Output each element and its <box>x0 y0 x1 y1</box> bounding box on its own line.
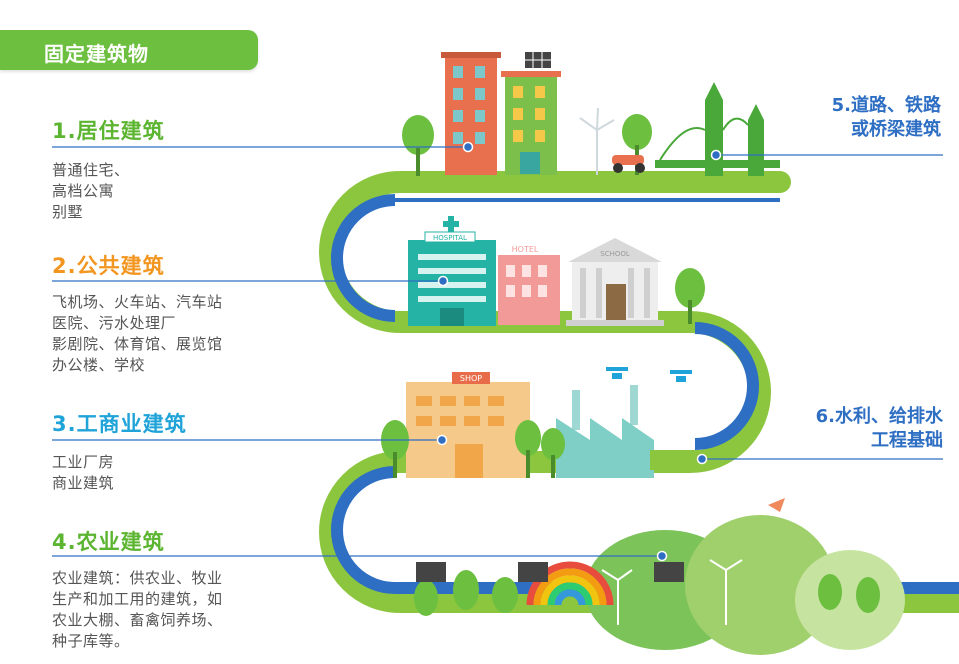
solar-panel-icon <box>525 52 551 68</box>
desc-line: 生产和加工用的建筑，如 <box>52 590 223 608</box>
wind-turbine-icon <box>601 559 743 625</box>
category-desc-agriculture: 农业建筑：供农业、牧业 生产和加工用的建筑，如 农业大棚、畜禽饲养场、 种子库等… <box>52 568 223 652</box>
desc-line: 飞机场、火车站、汽车站 <box>52 293 223 311</box>
desc-line: 农业建筑：供农业、牧业 <box>52 569 223 587</box>
header-banner: 固定建筑物 <box>0 30 258 70</box>
scooter-icon <box>612 155 645 173</box>
desc-line: 种子库等。 <box>52 632 130 650</box>
category-title-public: 2.公共建筑 <box>52 254 165 278</box>
bridge-icon <box>655 82 780 176</box>
factory-building <box>556 385 710 478</box>
header-title: 固定建筑物 <box>44 42 149 66</box>
category-title-roads-bridges: 5.道路、铁路 或桥梁建筑 <box>832 94 941 142</box>
desc-line: 农业大棚、畜禽饲养场、 <box>52 611 223 629</box>
tree-icon <box>675 268 705 324</box>
shop-sign: SHOP <box>460 374 482 383</box>
category-title-residential: 1.居住建筑 <box>52 119 165 143</box>
right-label-line: 工程基础 <box>871 430 943 451</box>
desc-line: 办公楼、学校 <box>52 356 146 374</box>
desc-line: 医院、污水处理厂 <box>52 314 177 332</box>
hospital-sign: HOSPITAL <box>433 234 467 242</box>
tree-icon <box>381 420 565 478</box>
desc-line: 普通住宅、 <box>52 161 130 179</box>
hospital-building: HOSPITAL <box>408 216 496 326</box>
desc-line: 工业厂房 <box>52 453 115 471</box>
hotel-sign: HOTEL <box>512 245 539 254</box>
wind-turbine-icon <box>579 107 615 175</box>
category-desc-residential: 普通住宅、 高档公寓 别墅 <box>52 160 130 223</box>
right-label-line: 或桥梁建筑 <box>851 119 941 140</box>
shop-building: SHOP <box>406 372 530 478</box>
desc-line: 高档公寓 <box>52 182 115 200</box>
desc-line: 别墅 <box>52 203 84 221</box>
connector-lines <box>52 146 943 557</box>
bird-icon <box>768 498 785 512</box>
drone-icon <box>606 367 692 382</box>
medical-cross-icon <box>443 216 459 232</box>
category-title-commercial: 3.工商业建筑 <box>52 412 187 436</box>
desc-line: 商业建筑 <box>52 474 115 492</box>
connector-dots <box>436 141 722 562</box>
category-title-agriculture: 4.农业建筑 <box>52 530 165 554</box>
greenhouse-hills <box>585 515 905 655</box>
school-building: SCHOOL <box>566 238 664 326</box>
residential-buildings <box>441 52 561 175</box>
tree-icon <box>402 114 652 176</box>
solar-panel-icon <box>416 562 684 582</box>
right-label-line: 6.水利、给排水 <box>815 406 943 427</box>
school-sign: SCHOOL <box>600 250 630 258</box>
desc-line: 影剧院、体育馆、展览馆 <box>52 335 223 353</box>
category-desc-commercial: 工业厂房 商业建筑 <box>52 452 114 494</box>
rainbow-greenhouse <box>526 561 614 606</box>
hotel-building: HOTEL <box>498 245 560 325</box>
tree-icon <box>414 570 880 616</box>
right-label-line: 5.道路、铁路 <box>831 95 941 116</box>
category-title-water-engineering: 6.水利、给排水 工程基础 <box>816 405 943 453</box>
category-desc-public: 飞机场、火车站、汽车站 医院、污水处理厂 影剧院、体育馆、展览馆 办公楼、学校 <box>52 292 223 376</box>
